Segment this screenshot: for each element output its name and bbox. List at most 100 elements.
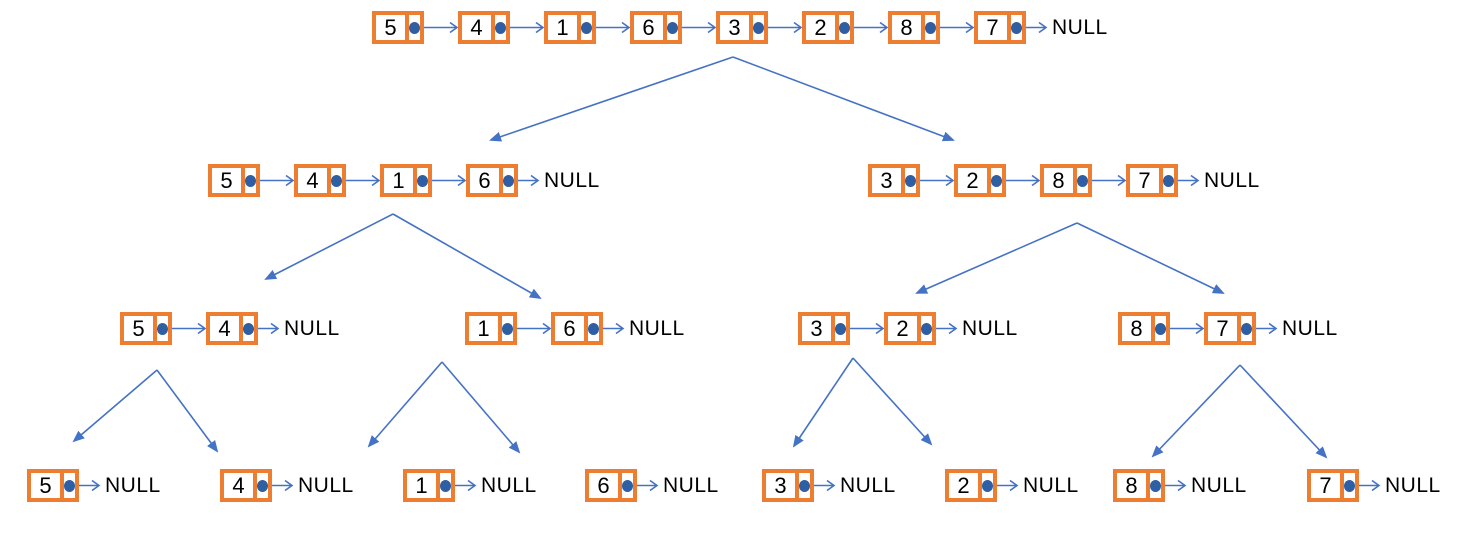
node-value: 1 — [380, 164, 417, 197]
pointer-dot-icon — [331, 174, 342, 187]
node-pointer-cell — [795, 469, 814, 502]
node-pointer-cell — [153, 312, 172, 345]
node-pointer-cell — [835, 11, 854, 44]
node-value: 1 — [465, 312, 502, 345]
node-pointer-cell — [577, 11, 596, 44]
split-arrow-left — [489, 56, 734, 142]
list-node: 3 — [716, 11, 768, 44]
node-pointer-cell — [1159, 164, 1178, 197]
split-arrow-left — [915, 222, 1078, 294]
list-node: 8 — [1113, 469, 1165, 502]
list-node: 7 — [1307, 469, 1359, 502]
node-pointer-cell — [1073, 164, 1092, 197]
split-arrow-right — [156, 369, 219, 453]
node-pointer-cell — [584, 312, 603, 345]
node-value: 6 — [551, 312, 588, 345]
pointer-dot-icon — [622, 479, 633, 492]
pointer-dot-icon — [417, 174, 428, 187]
node-pointer-cell — [498, 312, 517, 345]
null-label: NULL — [1023, 474, 1079, 497]
null-label: NULL — [1282, 317, 1338, 340]
node-pointer-cell — [1146, 469, 1165, 502]
split-arrow-right — [441, 361, 521, 454]
node-value: 7 — [974, 11, 1011, 44]
list-node: 3 — [762, 469, 814, 502]
list-node: 4 — [206, 312, 258, 345]
list-node: 6 — [630, 11, 682, 44]
node-pointer-cell — [1340, 469, 1359, 502]
pointer-dot-icon — [905, 174, 916, 187]
node-pointer-cell — [413, 164, 432, 197]
node-value: 5 — [120, 312, 157, 345]
node-pointer-cell — [901, 164, 920, 197]
node-value: 1 — [403, 469, 440, 502]
node-value: 8 — [1113, 469, 1150, 502]
node-value: 7 — [1204, 312, 1241, 345]
list-node: 8 — [1118, 312, 1170, 345]
null-label: NULL — [1191, 474, 1247, 497]
list-node: 6 — [466, 164, 518, 197]
null-label: NULL — [629, 317, 685, 340]
node-value: 5 — [27, 469, 64, 502]
node-value: 2 — [945, 469, 982, 502]
node-pointer-cell — [618, 469, 637, 502]
pointer-dot-icon — [835, 322, 846, 335]
list-node: 4 — [294, 164, 346, 197]
null-label: NULL — [284, 317, 340, 340]
list-node: 3 — [798, 312, 850, 345]
node-pointer-cell — [663, 11, 682, 44]
node-value: 2 — [954, 164, 991, 197]
node-pointer-cell — [241, 164, 260, 197]
list-node: 1 — [403, 469, 455, 502]
split-arrow-right — [392, 213, 542, 299]
list-node: 5 — [27, 469, 79, 502]
node-pointer-cell — [921, 11, 940, 44]
list-node: 6 — [551, 312, 603, 345]
node-pointer-cell — [253, 469, 272, 502]
pointer-dot-icon — [157, 322, 168, 335]
node-pointer-cell — [831, 312, 850, 345]
null-label: NULL — [544, 169, 600, 192]
node-value: 7 — [1307, 469, 1344, 502]
node-value: 8 — [1040, 164, 1077, 197]
list-node: 1 — [465, 312, 517, 345]
node-pointer-cell — [499, 164, 518, 197]
list-node: 4 — [220, 469, 272, 502]
node-pointer-cell — [60, 469, 79, 502]
node-value: 3 — [798, 312, 835, 345]
node-value: 4 — [294, 164, 331, 197]
split-arrow-right — [732, 56, 955, 142]
list-node: 2 — [884, 312, 936, 345]
node-value: 8 — [1118, 312, 1155, 345]
list-node: 7 — [1126, 164, 1178, 197]
null-label: NULL — [1385, 474, 1441, 497]
node-value: 6 — [630, 11, 667, 44]
pointer-dot-icon — [1155, 322, 1166, 335]
pointer-dot-icon — [1163, 174, 1174, 187]
list-node: 6 — [585, 469, 637, 502]
pointer-dot-icon — [503, 174, 514, 187]
pointer-dot-icon — [243, 322, 254, 335]
list-node: 7 — [1204, 312, 1256, 345]
list-node: 5 — [120, 312, 172, 345]
split-arrow-right — [852, 357, 933, 446]
split-arrow-right — [1076, 222, 1225, 294]
node-value: 3 — [762, 469, 799, 502]
split-arrow-left — [367, 361, 443, 448]
node-value: 8 — [888, 11, 925, 44]
node-pointer-cell — [239, 312, 258, 345]
node-value: 3 — [716, 11, 753, 44]
pointer-dot-icon — [502, 322, 513, 335]
null-label: NULL — [298, 474, 354, 497]
pointer-dot-icon — [1077, 174, 1088, 187]
node-value: 3 — [868, 164, 905, 197]
pointer-dot-icon — [667, 21, 678, 34]
node-pointer-cell — [327, 164, 346, 197]
pointer-dot-icon — [991, 174, 1002, 187]
pointer-dot-icon — [1150, 479, 1161, 492]
list-node: 7 — [974, 11, 1026, 44]
split-arrow-left — [264, 213, 394, 280]
pointer-dot-icon — [839, 21, 850, 34]
list-node: 1 — [544, 11, 596, 44]
pointer-dot-icon — [1241, 322, 1252, 335]
